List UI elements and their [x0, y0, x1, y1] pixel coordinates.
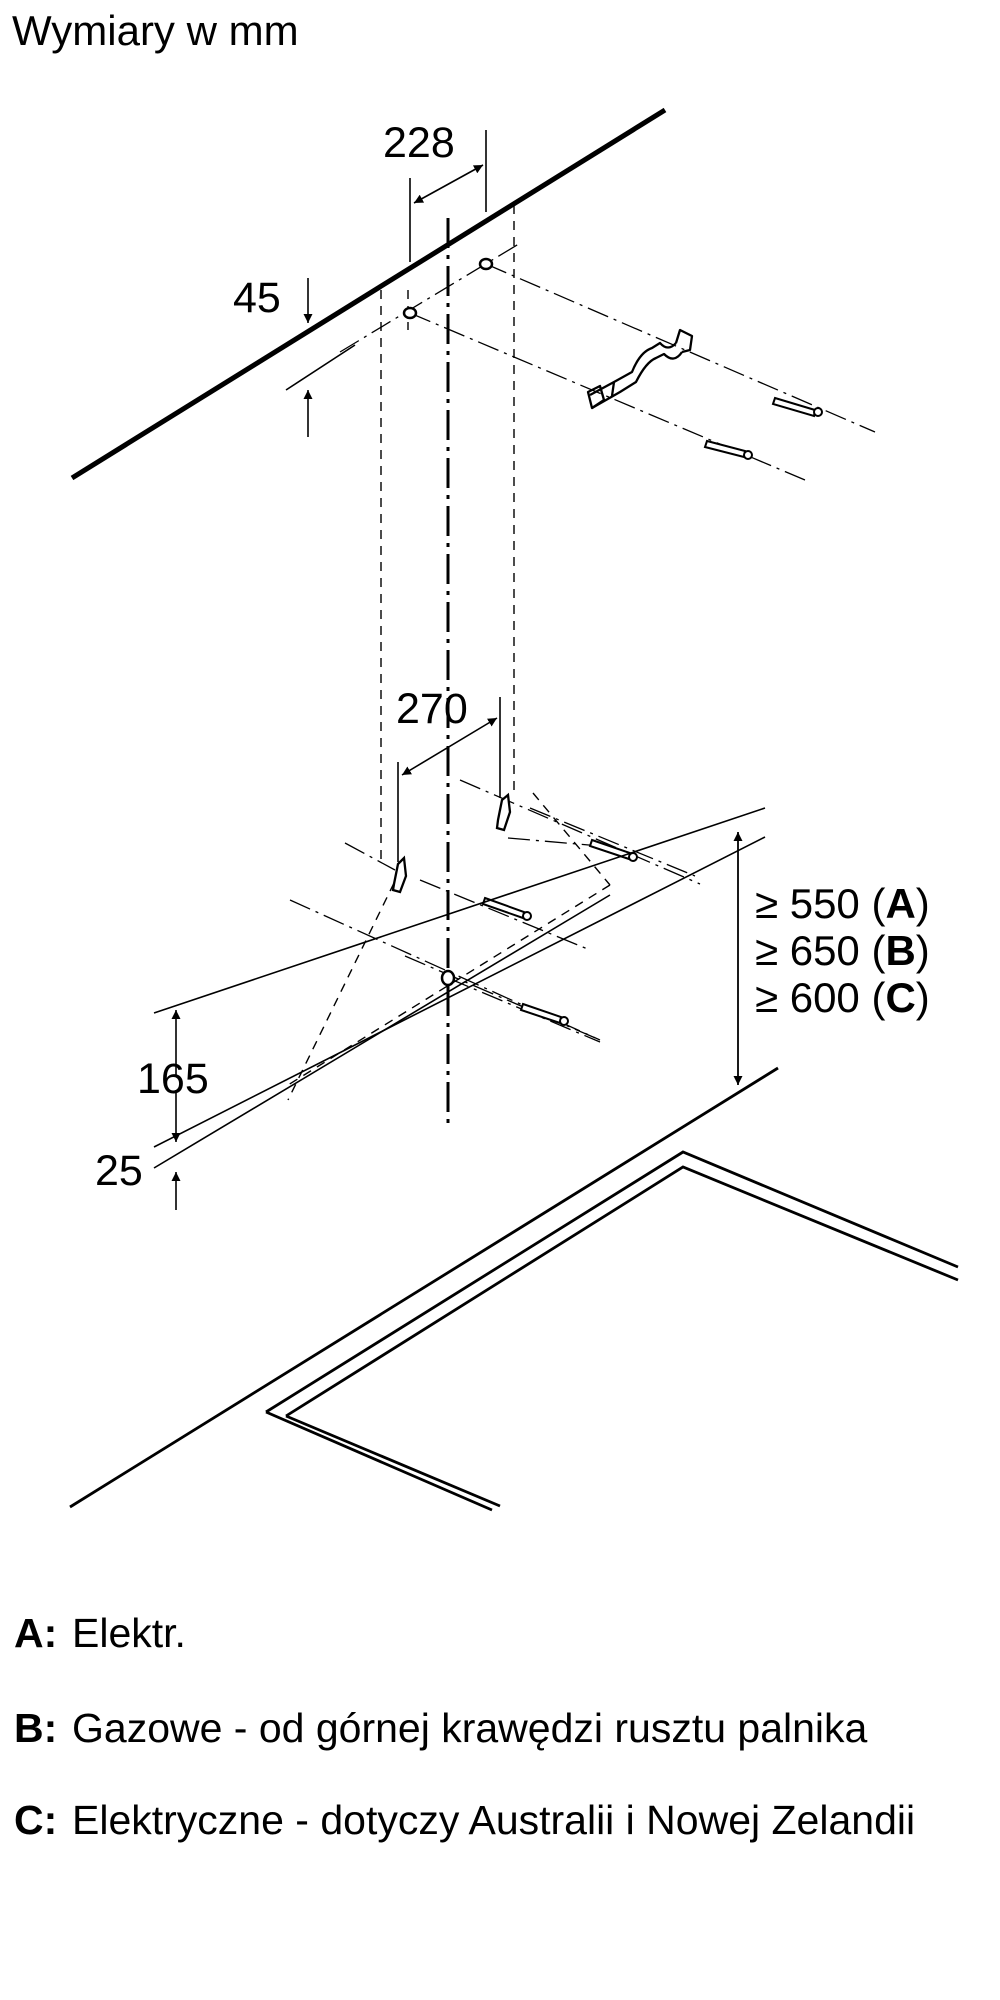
hob-worktop	[69, 1066, 959, 1512]
dimension-45	[285, 278, 356, 437]
clearance-b: ≥ 650 (B)	[755, 927, 930, 974]
legend-key-b: B:	[14, 1705, 58, 1751]
legend-text-c: Elektryczne - dotyczy Australii i Nowej …	[72, 1797, 916, 1843]
clearance-a: ≥ 550 (A)	[755, 880, 930, 927]
upper-mounting-guides	[339, 241, 876, 481]
lower-mounting-guides	[289, 779, 701, 1043]
legend-key-a: A:	[14, 1610, 58, 1656]
hood-bottom-edges	[153, 807, 766, 1169]
dimension-228	[409, 130, 487, 262]
upper-hole-right	[478, 257, 494, 271]
dimension-165-label: 165	[137, 1055, 209, 1103]
dimension-228-label: 228	[383, 119, 455, 167]
hood-outline	[287, 792, 611, 1101]
lower-screws	[481, 838, 638, 1026]
upper-hole-left	[402, 306, 418, 320]
dimension-45-label: 45	[233, 274, 281, 322]
clearance-c: ≥ 600 (C)	[755, 974, 930, 1021]
dimension-25-label: 25	[95, 1147, 143, 1195]
legend-text-a: Elektr.	[72, 1610, 186, 1656]
dimension-270-label: 270	[396, 685, 468, 733]
legend-text-b: Gazowe - od górnej krawędzi rusztu palni…	[72, 1705, 868, 1751]
diagram-title: Wymiary w mm	[12, 7, 299, 54]
mounting-bracket	[586, 328, 694, 410]
upper-screws	[703, 396, 823, 460]
ceiling-line	[70, 107, 667, 481]
lower-keyhole-brackets	[391, 792, 512, 894]
dimension-270	[397, 697, 501, 862]
legend-key-c: C:	[14, 1797, 58, 1843]
lower-center-hole	[440, 969, 456, 987]
